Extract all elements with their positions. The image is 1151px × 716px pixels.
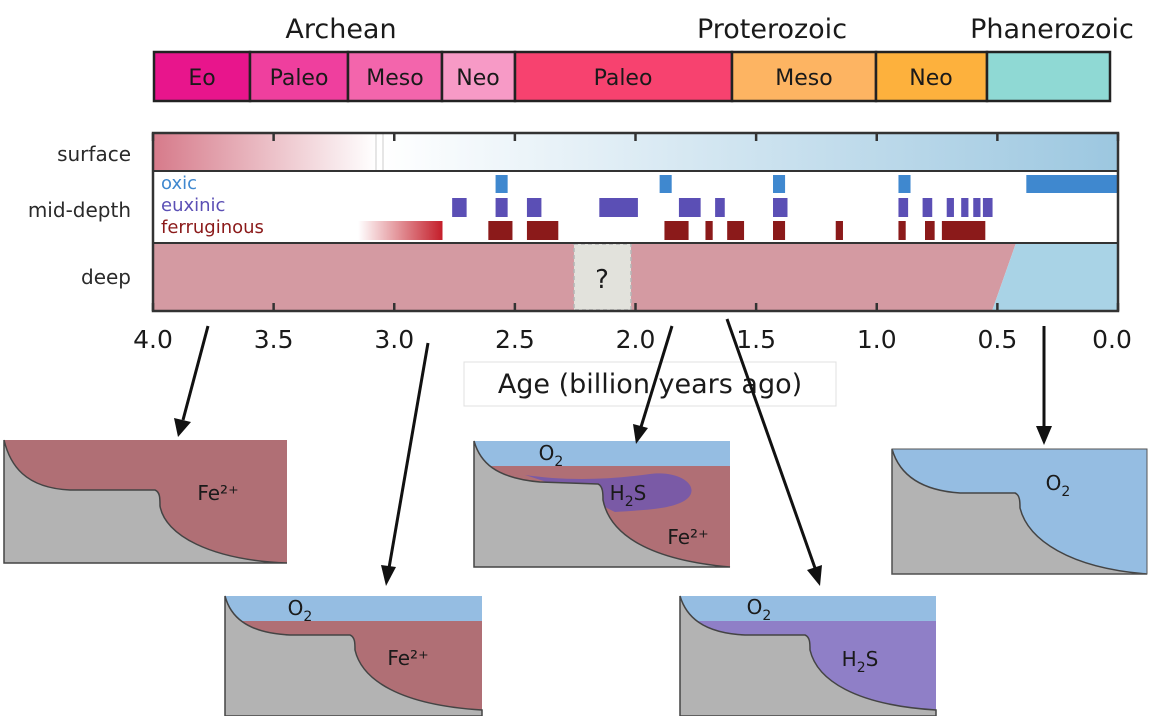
eon-bar-label-6: Neo: [909, 66, 952, 91]
euxinic-interval-0: [452, 198, 467, 217]
eon-bar-seg-5: [730, 50, 878, 103]
eon-bar-seg-4: [513, 50, 734, 103]
panel-4-label-h2s: H2S: [842, 647, 879, 676]
surface-oxic-gradient: [383, 133, 1118, 171]
ferruginous-interval-0: [488, 221, 513, 240]
arrow-to-panel-3: [633, 325, 674, 444]
arrow-to-panel-2: [381, 342, 430, 586]
eon-bar-seg-0: [152, 50, 252, 103]
arrow-to-panel-5: [1036, 326, 1052, 445]
row-label-deep: deep: [81, 265, 131, 289]
panel-2-label-o2: O2: [288, 596, 313, 625]
euxinic-interval-10: [961, 198, 969, 217]
connector-arrows: [174, 318, 1052, 586]
tick-label-3: 2.5: [495, 325, 535, 354]
tick-label-6: 1.0: [857, 325, 897, 354]
ferruginous-interval-3: [705, 221, 713, 240]
row-label-mid-depth: mid-depth: [28, 198, 131, 222]
tick-label-8: 0.0: [1092, 325, 1132, 354]
euxinic-interval-3: [599, 198, 638, 217]
tick-label-4: 2.0: [616, 325, 656, 354]
era-label-proterozoic: Proterozoic: [697, 14, 847, 45]
ocean-panel-5: O2: [891, 448, 1148, 575]
euxinic-interval-6: [773, 198, 788, 217]
legend-oxic: oxic: [161, 173, 197, 194]
euxinic-interval-8: [922, 198, 933, 217]
oxic-interval-4: [1026, 175, 1118, 193]
ocean-panel-3: O2 H2S Fe²⁺: [473, 440, 731, 568]
euxinic-interval-5: [715, 198, 725, 217]
oxic-interval-3: [898, 175, 911, 193]
ocean-panel-2: O2 Fe²⁺: [224, 595, 483, 716]
row-label-surface: surface: [57, 142, 131, 166]
deep-unknown-mark: ?: [595, 265, 609, 295]
ocean-panel-4: O2 H2S: [679, 595, 937, 716]
arrow-to-panel-1: [174, 325, 210, 437]
eon-bar-seg-7: [985, 50, 1112, 103]
panel-3-label-h2s: H2S: [610, 481, 647, 510]
era-label-archean: Archean: [285, 14, 396, 45]
ferruginous-interval-4: [727, 221, 745, 240]
ferruginous-interval-8: [925, 221, 935, 240]
tick-label-1: 3.5: [254, 325, 294, 354]
panel-3-label-fe: Fe²⁺: [667, 525, 708, 549]
eon-bar-label-4: Paleo: [594, 66, 653, 91]
tick-label-7: 0.5: [977, 325, 1017, 354]
euxinic-interval-4: [678, 198, 701, 217]
deep-oxic-region: [992, 243, 1118, 311]
tick-label-5: 1.5: [736, 325, 776, 354]
ferruginous-interval-1: [526, 221, 559, 240]
oxic-interval-0: [495, 175, 508, 193]
eon-bar-seg-1: [248, 50, 350, 103]
oxic-interval-2: [773, 175, 786, 193]
ocean-panel-1: Fe²⁺: [3, 439, 288, 564]
mid-depth-bars: [358, 175, 1118, 240]
ferruginous-interval-6: [835, 221, 843, 240]
redox-chart: oxic euxinic ferruginous ? 4.0 3.5 3.0 2.5 2…: [133, 131, 1132, 354]
euxinic-interval-7: [898, 198, 909, 217]
legend-ferruginous: ferruginous: [161, 217, 264, 238]
panel-5-label-o2: O2: [1046, 471, 1071, 500]
panel-2-label-fe: Fe²⁺: [387, 646, 428, 670]
legend-euxinic: euxinic: [161, 195, 225, 216]
ferruginous-interval-9: [941, 221, 986, 240]
surface-anoxic-gradient: [153, 133, 376, 171]
panel-3-label-o2: O2: [539, 441, 564, 470]
tick-label-0: 4.0: [133, 325, 173, 354]
eon-bar-seg-6: [874, 50, 989, 103]
euxinic-interval-12: [982, 198, 993, 217]
tick-label-2: 3.0: [374, 325, 414, 354]
eon-bar-label-5: Meso: [775, 66, 832, 91]
axis-ticks: 4.0 3.5 3.0 2.5 2.0 1.5 1.0 0.5 0.0: [133, 133, 1132, 354]
eon-bar-label-1: Paleo: [270, 66, 329, 91]
euxinic-interval-2: [526, 198, 542, 217]
ferruginous-gradient-interval: [358, 221, 443, 240]
ferruginous-interval-2: [664, 221, 689, 240]
euxinic-interval-9: [946, 198, 954, 217]
panel-1-label-fe: Fe²⁺: [197, 481, 238, 505]
eon-bar-label-0: Eo: [188, 66, 215, 91]
panel-4-label-o2: O2: [747, 595, 772, 624]
eon-bar-seg-2: [346, 50, 444, 103]
era-label-phanerozoic: Phanerozoic: [970, 14, 1134, 45]
euxinic-interval-11: [973, 198, 981, 217]
eon-bar-label-3: Neo: [456, 66, 499, 91]
deep-unknown-box: [573, 243, 632, 311]
ferruginous-interval-7: [898, 221, 906, 240]
eon-bar: Eo Paleo Meso Neo Paleo Meso Neo: [152, 50, 1112, 103]
oxic-interval-1: [659, 175, 672, 193]
arrow-to-panel-4: [725, 318, 822, 586]
ferruginous-interval-5: [773, 221, 786, 240]
eon-bar-label-2: Meso: [366, 66, 423, 91]
euxinic-interval-1: [495, 198, 508, 217]
